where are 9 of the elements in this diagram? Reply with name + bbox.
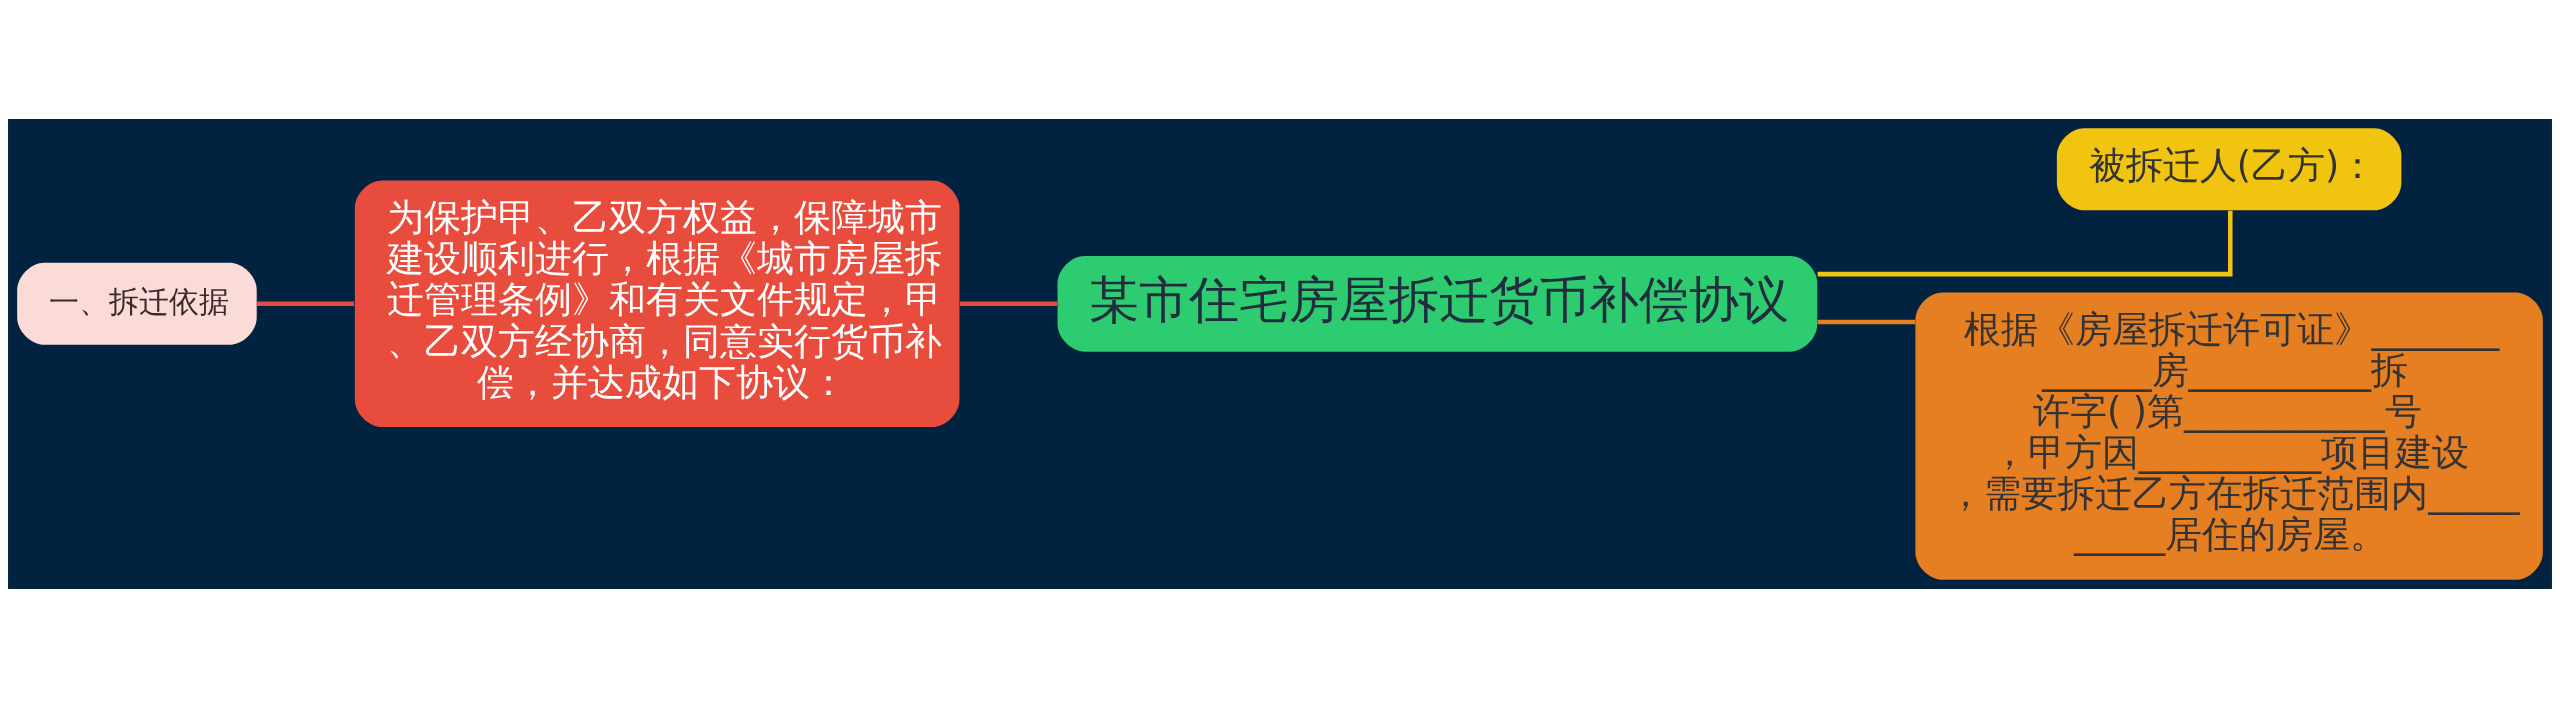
node-box: 某市住宅房屋拆迁货币补偿协议 xyxy=(1057,255,1818,352)
node-box: 一、拆迁依据 xyxy=(17,262,257,345)
connector xyxy=(1817,319,1916,324)
node-box: 为保护甲、乙双方权益，保障城市建设顺利进行，根据《城市房屋拆迁管理条例》和有关文件规定，甲、乙双方经协商，同意实行货币补偿，并达成如下协议： xyxy=(354,180,960,427)
connector xyxy=(256,301,355,306)
connector xyxy=(959,301,1058,306)
node-box: 根据《房屋拆迁许可证》_____________房__________拆许字( )第___________号，甲方因__________项目建设，需要拆迁乙方在拆迁范围内__________居住的房屋。 xyxy=(1915,291,2543,580)
node-box: 被拆迁人(乙方)： xyxy=(2056,127,2402,210)
connector xyxy=(1817,210,2233,276)
